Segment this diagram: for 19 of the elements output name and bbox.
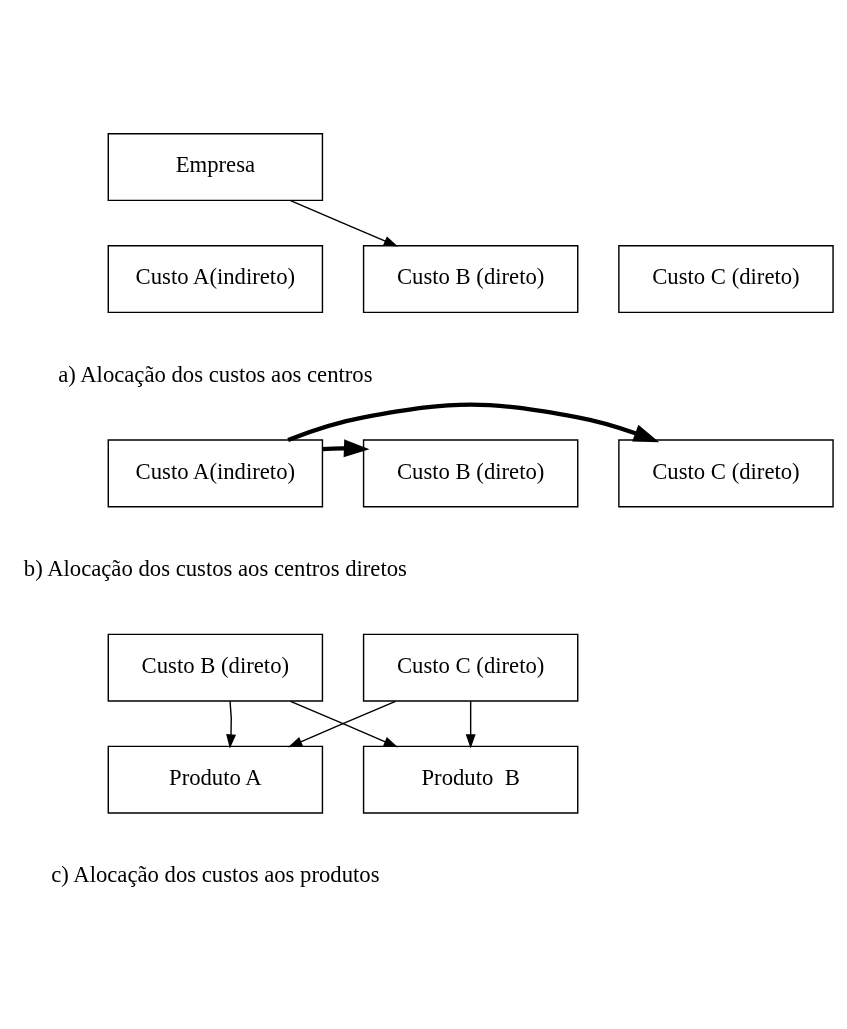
label: b) Alocação dos custos aos centros diretos [23,555,407,581]
node-box: Custo B (direto) [362,439,579,508]
label: a) Alocação dos custos aos centros [58,361,373,387]
arrow [287,402,660,443]
node-box: Custo B (direto) [362,245,579,314]
node-box: Produto A [107,745,324,814]
node-box: Produto B [362,745,579,814]
node-box: Custo C (direto) [362,633,579,702]
node-box: Custo A(indireto) [107,439,324,508]
arrow [226,700,236,749]
arrow [465,700,476,749]
node-box: Empresa [107,132,324,202]
arrow [289,199,398,247]
node-box: Custo B (direto) [107,633,324,702]
node-box: Custo C (direto) [618,245,834,314]
label: c) Alocação dos custos aos produtos [51,862,380,888]
arrow [322,439,370,458]
node-box: Custo C (direto) [618,439,834,508]
node-box: Custo A(indireto) [107,245,324,314]
